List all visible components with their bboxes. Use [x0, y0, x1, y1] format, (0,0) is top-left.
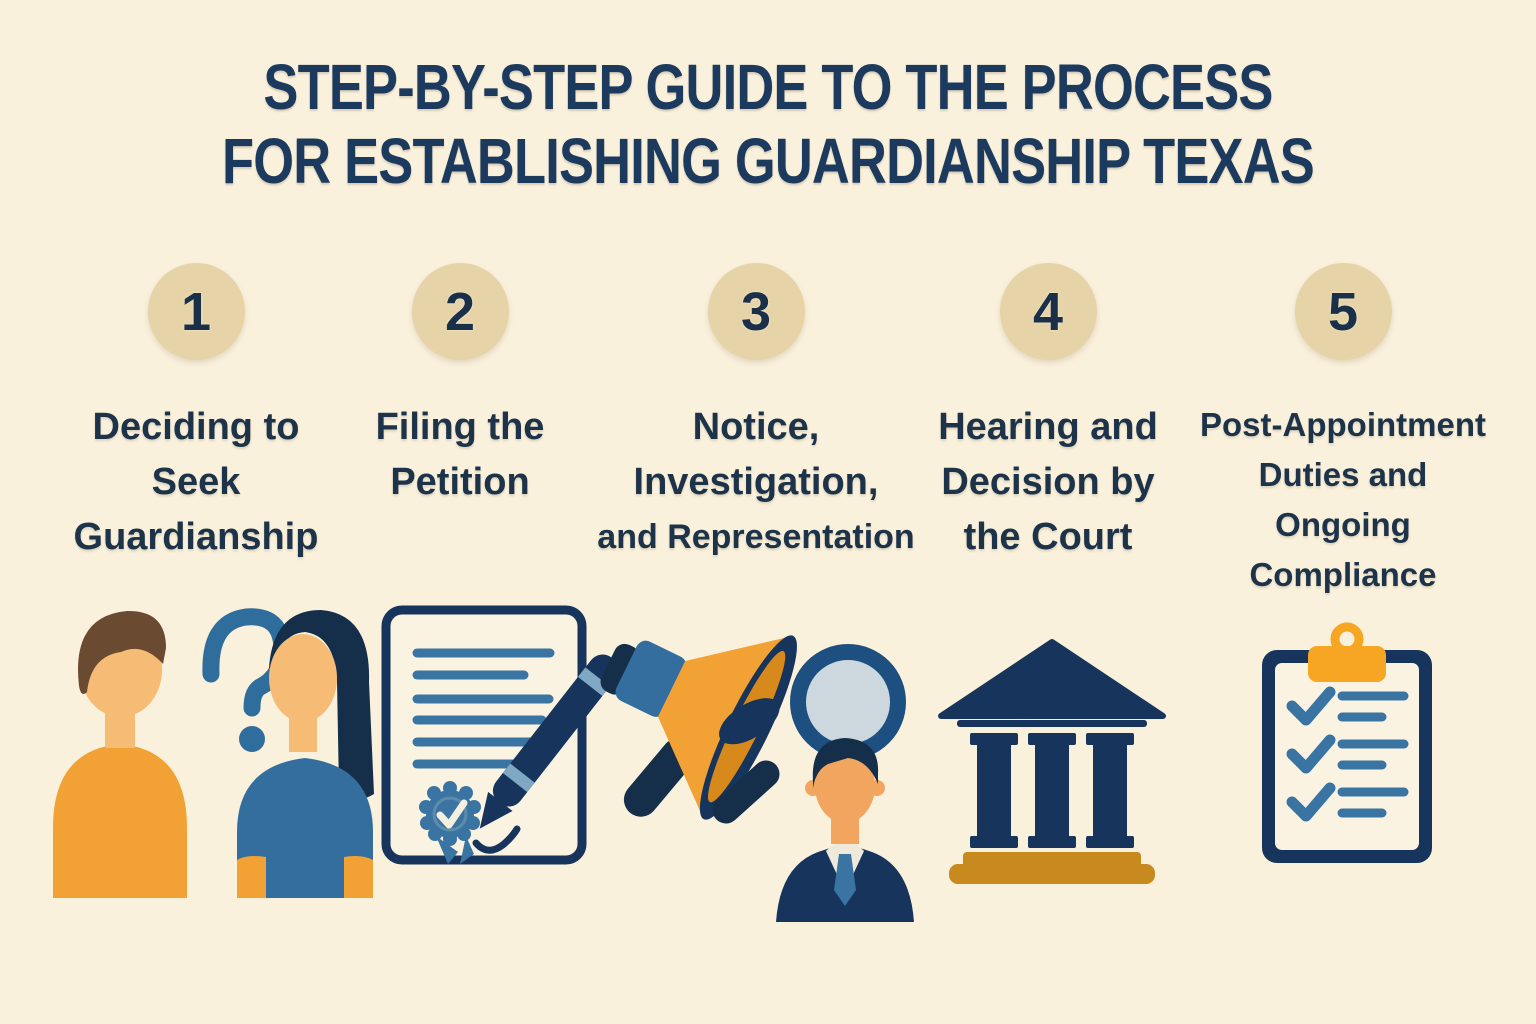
courthouse-icon: [938, 639, 1166, 884]
step-label-line: Ongoing: [1275, 506, 1411, 543]
checklist-clipboard-icon: [1262, 622, 1432, 863]
step-label-line: Deciding to: [92, 406, 300, 448]
step-label-line: Duties and: [1258, 456, 1428, 493]
step-label-line: Decision by: [941, 461, 1155, 503]
step-4-number-badge: 4: [999, 263, 1097, 360]
megaphone-magnifier-attorney-icon: [600, 635, 914, 922]
step-2-label: Filing the Petition: [290, 400, 630, 510]
step-number: 1: [180, 281, 212, 342]
step-2-number-badge: 2: [411, 263, 509, 360]
step-column-3: 3 Notice, Investigation, and Representat…: [586, 263, 926, 565]
step-number: 4: [1032, 281, 1064, 342]
title-line-2: FOR ESTABLISHING GUARDIANSHIP TEXAS: [222, 125, 1315, 198]
step-column-4: 4 Hearing and Decision by the Court: [878, 263, 1218, 565]
step-label-line: and Representation: [597, 518, 915, 556]
step-column-2: 2 Filing the Petition: [290, 263, 630, 510]
step-label-line: Compliance: [1249, 556, 1437, 593]
step-1-label: Deciding to Seek Guardianship: [26, 400, 366, 565]
step-label-line: Seek: [151, 461, 241, 503]
step-number: 3: [740, 281, 772, 342]
page-title: STEP-BY-STEP GUIDE TO THE PROCESS FOR ES…: [138, 50, 1398, 198]
step-label-line: Petition: [390, 461, 530, 503]
step-column-5: 5 Post-Appointment Duties and Ongoing Co…: [1183, 263, 1503, 600]
step-5-number-badge: 5: [1294, 263, 1392, 360]
step-number: 2: [444, 281, 476, 342]
step-3-label: Notice, Investigation, and Representatio…: [586, 400, 926, 565]
step-label-line: Filing the: [375, 406, 545, 448]
step-column-1: 1 Deciding to Seek Guardianship: [26, 263, 366, 565]
step-label-line: Investigation,: [633, 461, 879, 503]
step-3-number-badge: 3: [707, 263, 805, 360]
step-label-line: Guardianship: [73, 516, 319, 558]
step-number: 5: [1327, 281, 1359, 342]
step-4-label: Hearing and Decision by the Court: [878, 400, 1218, 565]
step-label-line: Notice,: [692, 406, 820, 448]
step-1-number-badge: 1: [147, 263, 245, 360]
title-line-1: STEP-BY-STEP GUIDE TO THE PROCESS: [263, 51, 1273, 123]
petition-document-icon: [381, 605, 619, 865]
step-label-line: Hearing and: [938, 406, 1158, 448]
couple-question-icon: [53, 608, 374, 898]
step-5-label: Post-Appointment Duties and Ongoing Comp…: [1183, 400, 1503, 600]
step-label-line: the Court: [963, 516, 1133, 558]
step-label-line: Post-Appointment: [1200, 406, 1486, 443]
